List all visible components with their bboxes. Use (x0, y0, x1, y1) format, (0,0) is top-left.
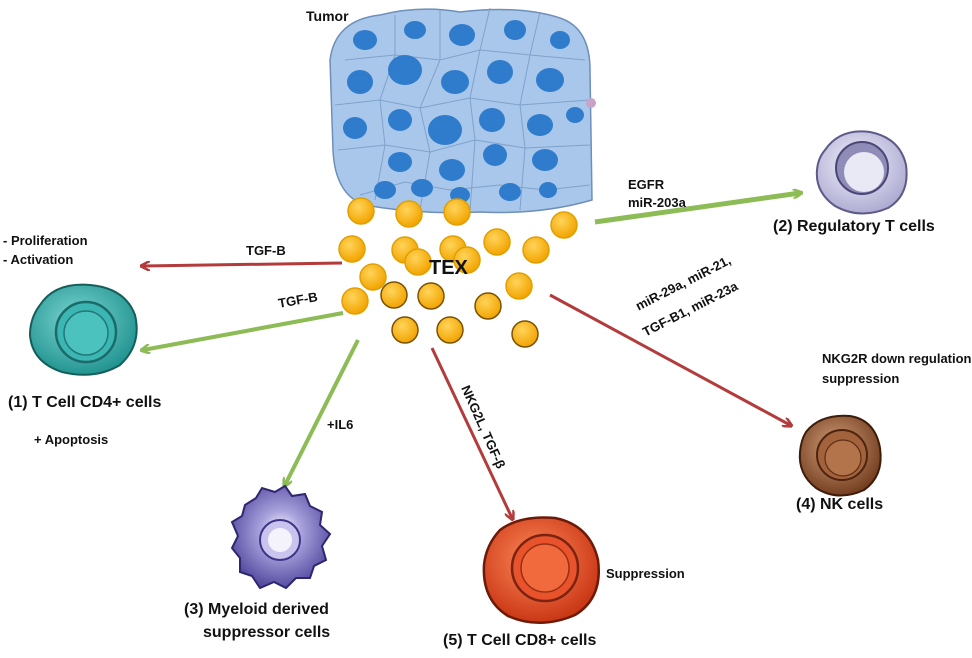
treg-cell-label: (2) Regulatory T cells (773, 218, 935, 235)
proliferation-arrow-label: TGF-B (246, 243, 286, 258)
arrow-treg (594, 193, 800, 225)
exosome (341, 287, 369, 315)
arrow-nk (549, 293, 790, 425)
arrow-mdsc (285, 339, 360, 485)
mdsc-cell (230, 484, 332, 590)
exosome (443, 198, 471, 226)
exosome (395, 200, 423, 228)
exosome (483, 228, 511, 256)
nk-effect-line-1: NKG2R down regulation (822, 351, 972, 366)
nk-cell (798, 414, 882, 497)
mdsc-cell-label-1: (3) Myeloid derived (184, 601, 329, 618)
cd4-cell (28, 283, 138, 376)
treg-arrow-label-1: EGFR (628, 177, 665, 192)
exosome (550, 211, 578, 239)
exosome (453, 246, 481, 274)
mdsc-arrow-label: +IL6 (327, 417, 354, 432)
proliferation-effect: - Proliferation (3, 233, 88, 248)
exosome (359, 263, 387, 291)
cd8-cell-label: (5) T Cell CD8+ cells (443, 632, 597, 649)
exosome (391, 316, 419, 344)
tumor-mass (329, 7, 596, 214)
exosome (338, 235, 366, 263)
exosome (511, 320, 539, 348)
exosome (417, 282, 445, 310)
cd4-cell-label: (1) T Cell CD4+ cells (8, 394, 162, 411)
nk-cell-label: (4) NK cells (796, 496, 884, 513)
exosome (404, 248, 432, 276)
cd8-cell (482, 516, 600, 624)
cd8-suppression-effect: Suppression (606, 566, 685, 581)
exosome (505, 272, 533, 300)
exosome (380, 281, 408, 309)
arrow-cd4 (143, 311, 344, 350)
nk-effect-line-2: suppression (822, 371, 900, 386)
arrows (143, 193, 800, 518)
arrow-proliferation (143, 263, 343, 266)
small-cell-icon (586, 98, 596, 108)
treg-arrow-label-2: miR-203a (628, 195, 686, 210)
exosome (436, 316, 464, 344)
treg-cell (815, 130, 908, 215)
arrow-cd8 (430, 347, 512, 518)
exosome (522, 236, 550, 264)
tex-label: TEX (429, 257, 468, 279)
exosome-cluster (338, 197, 578, 348)
exosome (347, 197, 375, 225)
exosome (474, 292, 502, 320)
activation-effect: - Activation (3, 252, 74, 267)
apoptosis-effect: + Apoptosis (34, 432, 109, 447)
mdsc-cell-label-2: suppressor cells (203, 624, 331, 641)
tumor-label: Tumor (306, 8, 349, 24)
